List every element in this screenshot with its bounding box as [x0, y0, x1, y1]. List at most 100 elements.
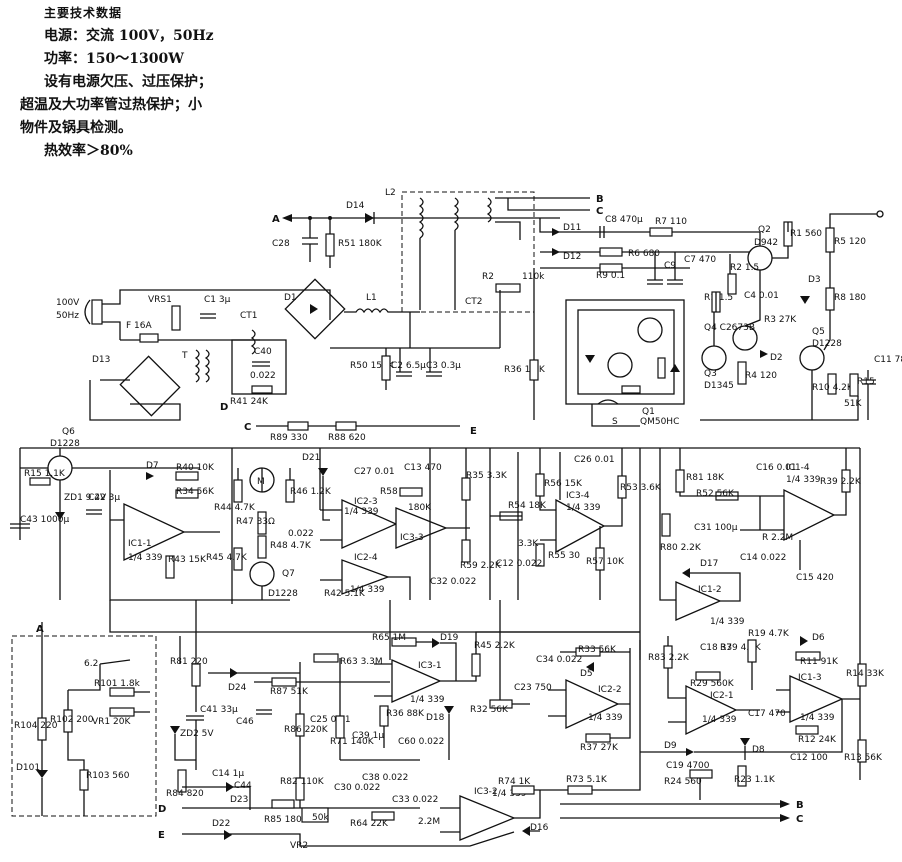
d18-label: D18 [426, 713, 445, 723]
r79-label: R79 4.1K [720, 643, 762, 653]
ic32-label: IC3-2 [474, 787, 498, 797]
c28-label: C28 [272, 239, 290, 249]
d16-label: D16 [530, 823, 549, 833]
c14-bottom-label: C14 1μ [212, 769, 244, 779]
d3-label: D3 [808, 275, 821, 285]
spec-protection-1: 设有电源欠压、过压保护； [44, 74, 212, 90]
r48-label: R48 4.7K [270, 541, 312, 551]
mains-input: 100V 50Hz F 16A VRS1 C1 3μ T D13 [56, 289, 331, 421]
ic22-part: 1/4 339 [588, 713, 623, 723]
r42-label: R42 5.1K [324, 589, 366, 599]
vr2-value: 50k [312, 813, 329, 823]
c25-timer-label: C25 0.01 [310, 715, 351, 725]
d21-label: D21 [302, 453, 320, 463]
r16-label: 51K [844, 399, 862, 409]
ic22-section: IC2-2 1/4 339 R33 56K D5 R37 27K [548, 645, 631, 753]
ic34-part: 1/4 339 [566, 503, 601, 513]
c40-label: C40 [254, 347, 272, 357]
r45-label: R45 4.7K [206, 553, 248, 563]
r36-label: R36 1.1K [504, 365, 546, 375]
c14-ic14-label: C14 0.022 [740, 553, 786, 563]
c43-label: C43 1000μ [20, 515, 70, 525]
r7-label: R7 110 [655, 217, 687, 227]
r33-label: R33 56K [578, 645, 617, 655]
spec-text-block: 主要技术数据 电源：交流 100V，50Hz 功率：150～1300W 设有电源… [20, 4, 320, 163]
ic31-part: 1/4 339 [410, 695, 445, 705]
c17-label: C17 470 [748, 709, 786, 719]
r39-label: R39 2.2K [820, 477, 862, 487]
rectifier: D1 L1 CT1 C40 0.022 R41 24K D [220, 278, 420, 413]
r81-bottom-label: R81 220 [170, 657, 208, 667]
terminal-c-bottom: C [796, 814, 803, 825]
varistor-label: VRS1 [148, 295, 172, 305]
c23-label: C23 750 [514, 683, 552, 693]
r53-label: R53 3.6K [620, 483, 662, 493]
r57-label: R57 10K [586, 557, 625, 567]
r84-label: R84 820 [166, 789, 204, 799]
coil-caps: R50 150K C2 6.5μ C3 0.3μ R36 1.1K [330, 268, 546, 420]
r55-label: R55 30 [548, 551, 580, 561]
r4-label: R4 120 [745, 371, 777, 381]
ic24-part: 1/4 339 [350, 585, 385, 595]
q5-label: Q5 [812, 327, 825, 337]
ic32-section: IC3-2 1/4 339 R74 1K R73 5.1K D16 C33 0.… [380, 640, 804, 847]
interconnect-wires [109, 448, 861, 700]
r32-label: R32 56K [470, 705, 509, 715]
svg-text:50Hz: 50Hz [56, 311, 79, 321]
r81-ic14-label: R81 18K [686, 473, 725, 483]
spec-efficiency: 热效率＞80% [44, 143, 133, 159]
coil-l2: L2 B C CT2 R2 110k [385, 188, 604, 313]
ic32-part: 1/4 339 [492, 789, 527, 799]
c12-ic34-label: C12 0.022 [496, 559, 542, 569]
c42-label: C42 3μ [88, 493, 120, 503]
transformer-label: T [181, 351, 188, 361]
d12-label: D12 [563, 252, 581, 262]
q6-part: D1228 [50, 439, 80, 449]
ic21-label: IC2-1 [710, 691, 734, 701]
r15-supply-label: R15 1.1K [24, 469, 66, 479]
l1-label: L1 [366, 293, 377, 303]
ic34-3k3: 3.3K [518, 539, 539, 549]
r9-label: R9 0.1 [596, 271, 625, 281]
c7-label: C7 470 [684, 255, 716, 265]
r36-ic31-label: R36 88K [386, 709, 425, 719]
r8-label: R8 180 [834, 293, 866, 303]
r11-label: R11 91K [800, 657, 839, 667]
l2-label: L2 [385, 188, 396, 198]
switch-s-label: S [612, 417, 618, 427]
c8-label: C8 470μ [605, 215, 643, 225]
r2b-label: R2 1.5 [730, 263, 759, 273]
mains-label: 100V [56, 298, 80, 308]
zd1-label: ZD1 9.2V [64, 493, 107, 503]
r45-ic31-label: R45 2.2K [474, 641, 516, 651]
r47-label: R47 33Ω [236, 517, 275, 527]
d1-label: D1 [284, 293, 297, 303]
r59-label: R59 2.2K [460, 561, 502, 571]
d8-label: D8 [752, 745, 765, 755]
d23-label: D23 [230, 795, 248, 805]
ct2-label: CT2 [465, 297, 483, 307]
ic34-label: IC3-4 [566, 491, 590, 501]
r2-label: R2 [482, 272, 494, 282]
q3-label: Q3 [704, 369, 717, 379]
terminal-d-bottom: D [158, 804, 166, 815]
fan-section: D7 R40 10K R34 56K IC1-1 1/4 339 R43 15K… [109, 453, 332, 601]
d14-label: D14 [346, 201, 365, 211]
d6-label: D6 [812, 633, 825, 643]
r19-label: R19 4.7K [748, 629, 790, 639]
r73-label: R73 5.1K [566, 775, 608, 785]
c27-label: C27 0.01 [354, 467, 395, 477]
c11-label: C11 780 [874, 355, 902, 365]
terminal-b-bottom: B [796, 800, 804, 811]
r3-label: R3 27K [764, 315, 797, 325]
c2-label: C2 6.5μ [391, 361, 426, 371]
r101-label: R101 1.8k [94, 679, 141, 689]
q1-part: QM50HC [640, 417, 679, 427]
r86-label: R86 220K [284, 725, 329, 735]
r15-label: R15 [857, 377, 875, 387]
c9-label: C9 [664, 261, 676, 271]
d2-label: D2 [770, 353, 783, 363]
r83-label: R83 2.2K [648, 653, 690, 663]
terminal-c-mid: C [244, 422, 251, 433]
